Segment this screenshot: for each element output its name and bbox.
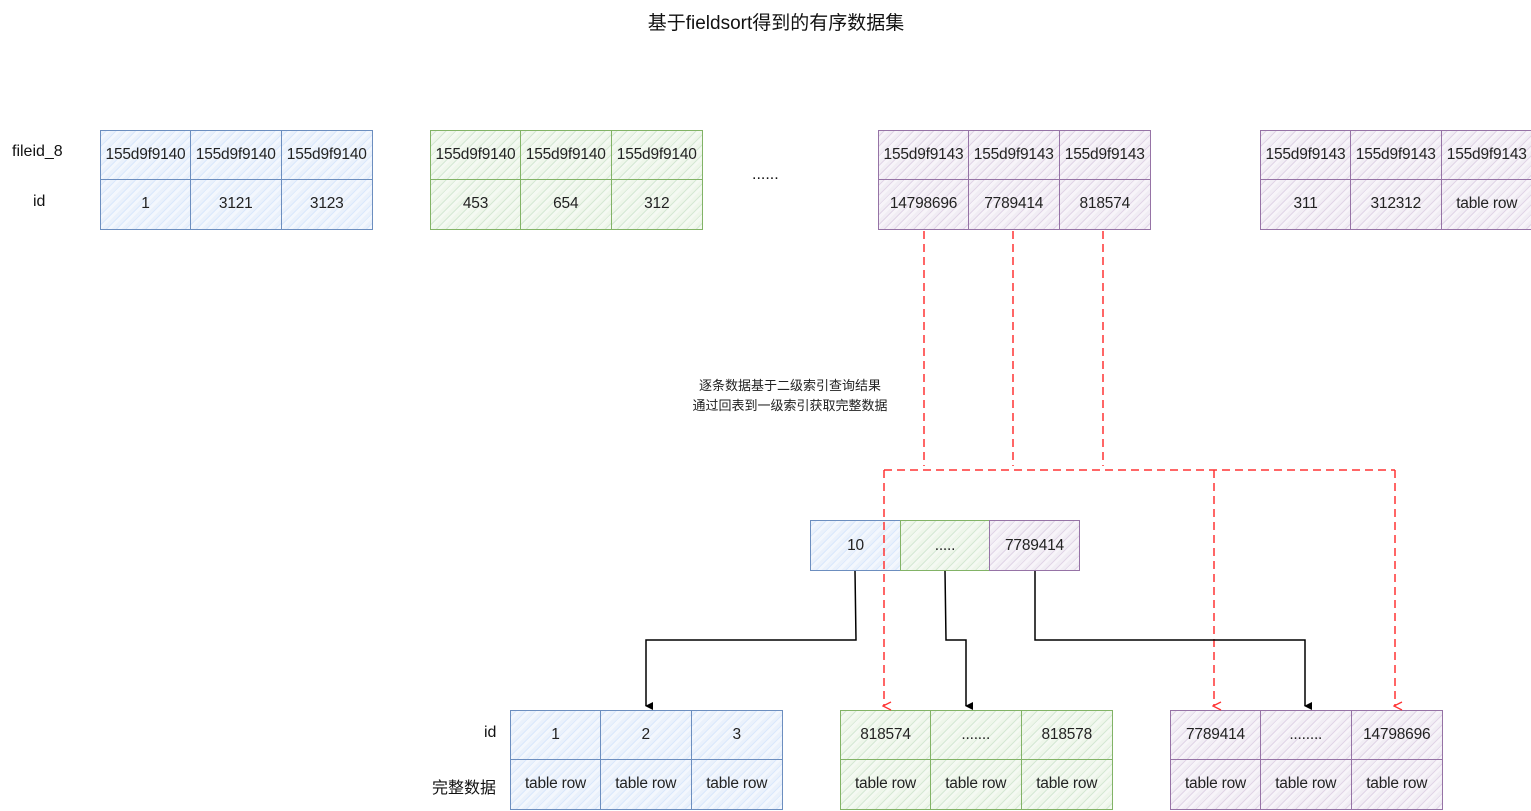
field-cell: 155d9f9140: [610, 130, 703, 180]
leaf-id-cell: 818578: [1020, 710, 1113, 760]
id-cell: 654: [519, 178, 612, 230]
id-cell: 312: [610, 178, 703, 230]
leaf-id-cell: 14798696: [1350, 710, 1443, 760]
sorted-group-3: 155d9f9143 155d9f9143 155d9f9143 1479869…: [878, 130, 1151, 230]
annotation-line-1: 逐条数据基于二级索引查询结果: [698, 378, 881, 393]
lookup-annotation: 逐条数据基于二级索引查询结果 通过回表到一级索引获取完整数据: [650, 376, 930, 416]
tree-edge: [944, 570, 973, 710]
field-cell: 155d9f9140: [519, 130, 612, 180]
field-cell: 155d9f9140: [100, 130, 191, 180]
leaf-id-cell: .......: [929, 710, 1022, 760]
field-cell: 155d9f9143: [967, 130, 1060, 180]
field-cell: 155d9f9140: [280, 130, 373, 180]
id-cell: 7789414: [967, 178, 1060, 230]
field-cell: 155d9f9143: [1440, 130, 1531, 180]
leaf-row-cell: table row: [599, 758, 692, 810]
row-label-field: fileid_8: [12, 143, 63, 160]
leaf-row-cell: table row: [1170, 758, 1261, 810]
sorted-group-1: 155d9f9140 155d9f9140 155d9f9140 1 3121 …: [100, 130, 373, 230]
leaf-row-cell: table row: [840, 758, 931, 810]
tree-edge: [645, 570, 857, 710]
field-cell: 155d9f9143: [1260, 130, 1351, 180]
leaf-label-full-data: 完整数据: [432, 780, 497, 797]
leaf-page-2: 818574 ....... 818578 table row table ro…: [840, 710, 1113, 810]
leaf-row-cell: table row: [929, 758, 1022, 810]
field-cell: 155d9f9140: [189, 130, 282, 180]
sorted-group-2: 155d9f9140 155d9f9140 155d9f9140 453 654…: [430, 130, 703, 230]
leaf-row-cell: table row: [690, 758, 783, 810]
id-cell: 3121: [189, 178, 282, 230]
annotation-line-2: 通过回表到一级索引获取完整数据: [692, 398, 888, 413]
id-cell: 1: [100, 178, 191, 230]
leaf-id-cell: ........: [1259, 710, 1352, 760]
leaf-row-cell: table row: [510, 758, 601, 810]
id-cell: 3123: [280, 178, 373, 230]
leaf-row-cell: table row: [1020, 758, 1113, 810]
leaf-page-3: 7789414 ........ 14798696 table row tabl…: [1170, 710, 1443, 810]
row-label-id: id: [33, 193, 46, 210]
id-cell: 14798696: [878, 178, 969, 230]
leaf-id-cell: 818574: [840, 710, 931, 760]
field-cell: 155d9f9143: [1058, 130, 1151, 180]
sorted-group-4: 155d9f9143 155d9f9143 155d9f9143 311 312…: [1260, 130, 1531, 230]
leaf-id-cell: 7789414: [1170, 710, 1261, 760]
ellipsis-text: ......: [752, 166, 779, 183]
id-cell: 453: [430, 178, 521, 230]
leaf-id-cell: 3: [690, 710, 783, 760]
id-cell: 311: [1260, 178, 1351, 230]
leaf-row-cell: table row: [1259, 758, 1352, 810]
id-cell: 818574: [1058, 178, 1151, 230]
leaf-label-id: id: [484, 724, 497, 741]
diagram-title: 基于fieldsort得到的有序数据集: [647, 13, 905, 34]
id-cell: 312312: [1349, 178, 1442, 230]
primary-index-node: 10 ..... 7789414: [810, 520, 1080, 571]
id-cell: table row: [1440, 178, 1531, 230]
field-cell: 155d9f9140: [430, 130, 521, 180]
leaf-id-cell: 2: [599, 710, 692, 760]
leaf-page-1: 1 2 3 table row table row table row: [510, 710, 783, 810]
leaf-row-cell: table row: [1350, 758, 1443, 810]
field-cell: 155d9f9143: [878, 130, 969, 180]
index-key-cell: 10: [810, 520, 901, 571]
index-key-cell: .....: [899, 520, 991, 571]
index-key-cell: 7789414: [989, 520, 1080, 571]
leaf-id-cell: 1: [510, 710, 601, 760]
tree-edge: [1034, 571, 1312, 710]
field-cell: 155d9f9143: [1349, 130, 1442, 180]
